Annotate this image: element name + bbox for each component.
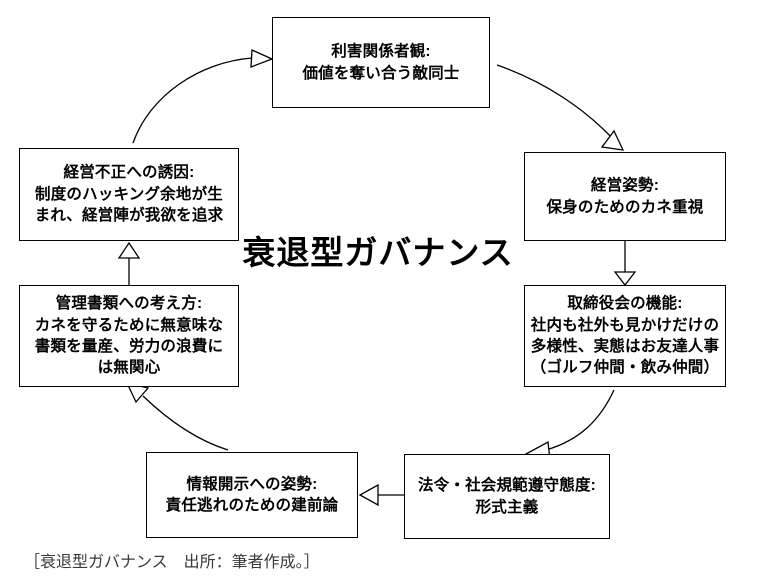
node-misconduct-incentive-line-2: 制度のハッキング余地が生 (35, 185, 223, 203)
node-management-stance[interactable]: 経営姿勢: 保身のためのカネ重視 (524, 152, 726, 241)
node-management-documents-line-3: 書類を量産、労力の浪費に (34, 338, 224, 355)
diagram-center-title: 衰退型ガバナンス (242, 234, 514, 271)
node-stakeholder-view-line-2: 価値を奪い合う敵同士 (302, 64, 460, 82)
node-stakeholder-view-line-1: 利害関係者観: (331, 43, 431, 61)
node-compliance-attitude[interactable]: 法令・社会規範遵守態度: 形式主義 (404, 454, 610, 539)
arrow-incentive-to-stakeholder (132, 57, 253, 144)
node-management-stance-line-1: 経営姿勢: (590, 177, 660, 195)
node-misconduct-incentive-line-1: 経営不正への誘因: (63, 164, 195, 182)
node-disclosure-attitude-line-1: 情報開示への姿勢: (186, 475, 318, 493)
arrow-disclosure-to-documents (142, 395, 229, 451)
node-board-function[interactable]: 取締役会の機能: 社内も社外も見かけだけの 多様性、実態はお友達人事 （ゴルフ仲… (524, 285, 726, 387)
node-disclosure-attitude-line-2: 責任逃れのための建前論 (165, 497, 339, 514)
node-management-documents-line-2: カネを守るために無意味な (34, 316, 224, 334)
node-stakeholder-view[interactable]: 利害関係者観: 価値を奪い合う敵同士 (272, 17, 490, 108)
arrow-management-stance-to-board-head (613, 271, 637, 287)
node-board-function-line-4: （ゴルフ仲間・飲み仲間） (530, 359, 720, 377)
node-management-documents-line-1: 管理書類への考え方: (55, 295, 203, 313)
node-management-documents-line-4: は無関心 (97, 359, 161, 377)
arrow-stakeholder-to-management-stance (496, 64, 615, 141)
node-disclosure-attitude[interactable]: 情報開示への姿勢: 責任逃れのための建前論 (146, 452, 358, 538)
node-misconduct-incentive[interactable]: 経営不正への誘因: 制度のハッキング余地が生 まれ、経営陣が我欲を追求 (19, 148, 239, 241)
node-board-function-line-1: 取締役会の機能: (567, 295, 683, 313)
arrow-incentive-to-stakeholder-head (250, 49, 274, 68)
node-management-stance-line-2: 保身のためのカネ重視 (546, 198, 704, 216)
figure-caption: ［衰退型ガバナンス 出所：筆者作成。］ (24, 554, 320, 571)
node-board-function-line-2: 社内も社外も見かけだけの (530, 316, 720, 334)
arrow-board-to-compliance (545, 389, 615, 451)
node-misconduct-incentive-line-3: まれ、経営陣が我欲を追求 (34, 207, 224, 225)
node-compliance-attitude-line-2: 形式主義 (475, 498, 539, 516)
node-board-function-line-3: 多様性、実態はお友達人事 (530, 338, 720, 355)
arrow-compliance-to-disclosure-head (358, 483, 379, 507)
arrow-documents-to-incentive-head (117, 241, 141, 259)
node-compliance-attitude-line-1: 法令・社会規範遵守態度: (417, 477, 597, 495)
arrow-stakeholder-to-management-stance-head (600, 129, 625, 151)
node-management-documents[interactable]: 管理書類への考え方: カネを守るために無意味な 書類を量産、労力の浪費に は無関… (19, 285, 239, 387)
